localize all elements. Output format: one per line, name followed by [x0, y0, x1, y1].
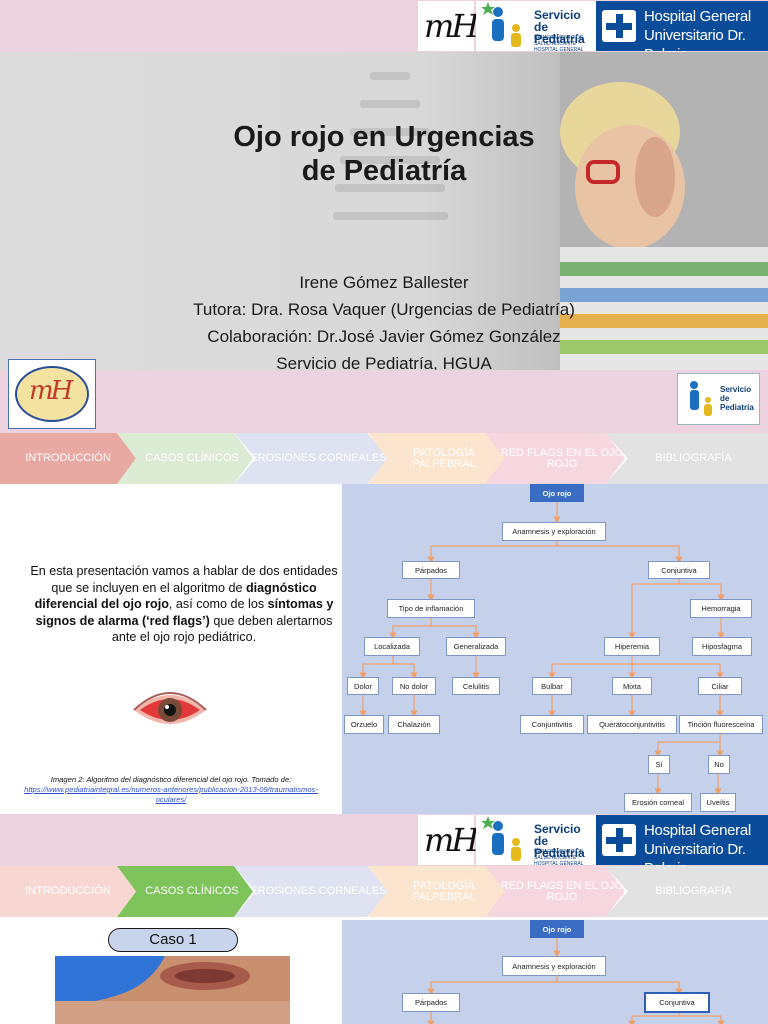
node-anamnesis: Anamnesis y exploración — [502, 522, 606, 541]
node-orzuelo: Orzuelo — [344, 715, 384, 734]
node-parpados: Párpados — [402, 993, 460, 1012]
node-conjuntiva: Conjuntiva — [648, 561, 710, 579]
nav-erosiones-corneales[interactable]: EROSIONES CORNEALES — [234, 433, 389, 484]
case-photo — [55, 956, 290, 1024]
title-slide — [0, 52, 768, 370]
node-generalizada: Generalizada — [446, 637, 506, 656]
node-tincion-fluoresceina: Tinción fluoresceína — [679, 715, 763, 734]
nav-casos-clinicos[interactable]: CASOS CLÍNICOS — [117, 433, 253, 484]
nav-erosiones-corneales[interactable]: EROSIONES CORNEALES — [234, 866, 389, 917]
section-nav-2: INTRODUCCIÓN CASOS CLÍNICOS EROSIONES CO… — [0, 866, 768, 917]
medical-cross-icon — [602, 10, 636, 42]
node-hiposfagma: Hiposfagma — [692, 637, 752, 656]
intro-paragraph: En esta presentación vamos a hablar de d… — [30, 564, 338, 644]
section-nav: INTRODUCCIÓN CASOS CLÍNICOS EROSIONES CO… — [0, 433, 768, 484]
node-ciliar: Ciliar — [698, 677, 742, 695]
child-figure-icon — [481, 2, 521, 47]
hospital-logo-2: Hospital General Universitario Dr. Balmi… — [596, 815, 768, 877]
node-anamnesis: Anamnesis y exploración — [502, 956, 606, 976]
node-bulbar: Bulbar — [532, 677, 572, 695]
nav-introduccion[interactable]: INTRODUCCIÓN — [0, 433, 136, 484]
child-figure-icon — [690, 381, 712, 416]
algorithm-connectors — [359, 502, 725, 796]
nav-patologia-palpebral[interactable]: PATOLOGÍA PALPEBRAL — [368, 433, 506, 484]
child-photo — [560, 52, 768, 370]
source-link[interactable]: https://www.pediatriaintegral.es/numeros… — [24, 785, 318, 804]
node-hemorragia: Hemorragia — [690, 599, 752, 618]
red-eye-image — [133, 692, 207, 724]
nav-casos-clinicos[interactable]: CASOS CLÍNICOS — [117, 866, 253, 917]
eye-chart-background — [330, 52, 450, 352]
mh-logo-2: mH — [418, 815, 479, 865]
node-chalazion: Chalazión — [388, 715, 440, 734]
mh-logo: mH — [418, 1, 479, 51]
node-ojo-rojo: Ojo rojo — [530, 920, 584, 938]
node-ojo-rojo: Ojo rojo — [530, 484, 584, 502]
slide-title-line2: de Pediatría — [301, 155, 467, 187]
node-erosion-corneal: Erosión corneal — [624, 793, 692, 812]
node-no: No — [708, 755, 730, 774]
node-hiperemia: Hiperemia — [604, 637, 660, 656]
nav-patologia-palpebral[interactable]: PATOLOGÍA PALPEBRAL — [368, 866, 506, 917]
pediatria-logo-2: Servicio de Pediatría DEPARTAMENTO DE SA… — [476, 815, 596, 867]
node-tipo-inflamacion: Tipo de inflamación — [387, 599, 475, 618]
node-parpados: Párpados — [402, 561, 460, 579]
nav-red-flags[interactable]: RED FLAGS EN EL OJO ROJO — [485, 433, 625, 484]
hospital-logo: Hospital General Universitario Dr. Balmi… — [596, 1, 768, 63]
algorithm-connectors — [427, 938, 725, 1024]
collaboration-line: Colaboración: Dr.José Javier Gómez Gonzá… — [207, 327, 561, 346]
pediatria-logo: Servicio de Pediatría DEPARTAMENTO DE SA… — [476, 1, 596, 53]
caso-label: Caso 1 — [108, 928, 238, 952]
image-caption: Imagen 2: Algoritmo del diagnóstico dife… — [24, 775, 318, 804]
node-conjuntivitis: Conjuntivitis — [520, 715, 584, 734]
diagnostic-algorithm-2: Ojo rojo Anamnesis y exploración Párpado… — [342, 920, 768, 1024]
service-line: Servicio de Pediatría, HGUA — [276, 354, 492, 373]
child-figure-icon — [481, 816, 521, 861]
diagnostic-algorithm: Ojo rojo Anamnesis y exploración Párpado… — [342, 484, 768, 814]
node-localizada: Localizada — [364, 637, 420, 656]
medical-cross-icon — [602, 824, 636, 856]
node-dolor: Dolor — [347, 677, 379, 695]
node-celulitis: Celulitis — [452, 677, 500, 695]
slide-title-line1: Ojo rojo en Urgencias — [233, 121, 535, 153]
nav-red-flags[interactable]: RED FLAGS EN EL OJO ROJO — [485, 866, 625, 917]
footer-band — [0, 370, 768, 433]
author-name: Irene Gómez Ballester — [299, 273, 469, 292]
node-si: Sí — [648, 755, 670, 774]
umh-university-logo: mH — [8, 359, 96, 429]
node-no-dolor: No dolor — [392, 677, 436, 695]
pediatria-logo-small: Servicio de Pediatría — [677, 373, 760, 425]
nav-introduccion[interactable]: INTRODUCCIÓN — [0, 866, 136, 917]
node-uveitis: Uveítis — [700, 793, 736, 812]
tutor-line: Tutora: Dra. Rosa Vaquer (Urgencias de P… — [193, 300, 575, 319]
node-queratoconjuntivitis: Queratoconjuntivitis — [587, 715, 677, 734]
node-mixta: Mixta — [612, 677, 652, 695]
node-conjuntiva-highlighted: Conjuntiva — [644, 992, 710, 1013]
nav-bibliografia[interactable]: BIBLIOGRAFÍA — [605, 866, 768, 917]
nav-bibliografia[interactable]: BIBLIOGRAFÍA — [605, 433, 768, 484]
